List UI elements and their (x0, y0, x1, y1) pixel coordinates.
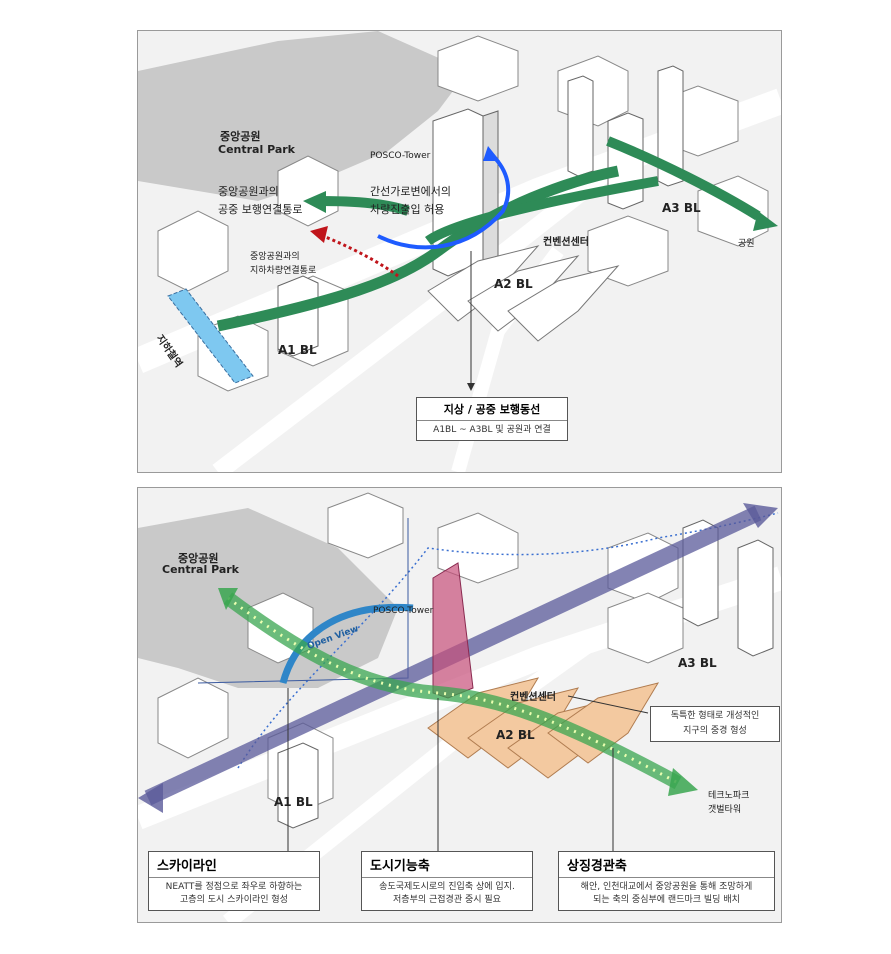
top-under-2: 지하차량연결통로 (250, 266, 317, 276)
central-park-area (138, 31, 468, 201)
top-map-svg (138, 31, 781, 472)
symbolic-axis-box: 상징경관축 해안, 인천대교에서 중앙공원을 통해 조망하게 되는 축의 중심부… (558, 851, 775, 911)
top-road-2: 차량진출입 허용 (370, 203, 445, 216)
top-central-park-ko: 중앙공원 (220, 130, 261, 143)
bottom-a2-label: A2 BL (496, 728, 535, 742)
bottom-convention-label: 컨벤션센터 (510, 692, 556, 703)
top-ped-link-1: 중앙공원과의 (218, 185, 279, 198)
top-road-1: 간선가로변에서의 (370, 185, 451, 198)
techno-park-label-2: 갯벌타워 (708, 805, 742, 815)
bottom-central-park-ko: 중앙공원 (178, 552, 219, 565)
top-box-sub: A1BL ~ A3BL 및 공원과 연결 (433, 425, 551, 435)
red-dashed-arrow (322, 234, 399, 278)
bottom-map-svg (138, 488, 781, 922)
top-under-1: 중앙공원과의 (250, 252, 300, 262)
subway-station-shape (167, 288, 254, 384)
green-arrow-3 (606, 136, 761, 221)
top-info-box: 지상 / 공중 보행동선 A1BL ~ A3BL 및 공원과 연결 (416, 397, 568, 441)
skyline-box: 스카이라인 NEATT를 정점으로 좌우로 하향하는 고층의 도시 스카이라인 … (148, 851, 320, 911)
callout-line-1: 독특한 형태로 개성적인 (670, 711, 760, 721)
top-central-park-en: Central Park (218, 143, 295, 156)
symbolic-axis-box-sub2: 되는 축의 중심부에 랜드마크 빌딩 배치 (593, 895, 740, 905)
city-axis-box-sub2: 저층부의 근접경관 중시 필요 (393, 895, 501, 905)
techno-park-label-1: 테크노파크 (708, 791, 750, 801)
blue-arrow (377, 154, 511, 250)
city-axis-box: 도시기능축 송도국제도시로의 진입축 상에 입지. 저층부의 근접경관 중시 필… (361, 851, 533, 911)
skyline-box-title: 스카이라인 (149, 852, 319, 878)
city-axis-box-title: 도시기능축 (362, 852, 532, 878)
symbolic-axis-box-sub1: 해안, 인천대교에서 중앙공원을 통해 조망하게 (580, 882, 753, 892)
top-ped-link-2: 공중 보행연결통로 (218, 203, 303, 216)
top-convention-label: 컨벤션센터 (543, 237, 589, 248)
skyline-box-sub1: NEATT를 정점으로 좌우로 하향하는 (165, 882, 303, 892)
bottom-park-area (138, 508, 398, 688)
city-axis-box-sub1: 송도국제도시로의 진입축 상에 입지. (379, 882, 515, 892)
symbolic-axis-box-title: 상징경관축 (559, 852, 774, 878)
skyline-box-sub2: 고층의 도시 스카이라인 형성 (180, 895, 288, 905)
top-park-label: 공원 (738, 239, 755, 249)
top-posco-label: POSCO-Tower (370, 151, 431, 161)
bottom-a1-label: A1 BL (274, 795, 313, 809)
open-view-arc (279, 603, 414, 684)
top-a3-label: A3 BL (662, 201, 701, 215)
bottom-posco-label: POSCO-Tower (373, 606, 434, 616)
bottom-a3-label: A3 BL (678, 656, 717, 670)
callout-line-2: 지구의 중경 형성 (683, 726, 747, 736)
callout-box: 독특한 형태로 개성적인 지구의 중경 형성 (650, 706, 780, 742)
top-a1-label: A1 BL (278, 343, 317, 357)
bottom-panel: 중앙공원 Central Park POSCO-Tower Open View … (137, 487, 782, 923)
top-a2-label: A2 BL (494, 277, 533, 291)
top-box-title: 지상 / 공중 보행동선 (417, 398, 567, 421)
bottom-central-park-en: Central Park (162, 563, 239, 576)
top-panel: 중앙공원 Central Park POSCO-Tower 중앙공원과의 공중 … (137, 30, 782, 473)
green-arrow-1 (216, 165, 620, 332)
